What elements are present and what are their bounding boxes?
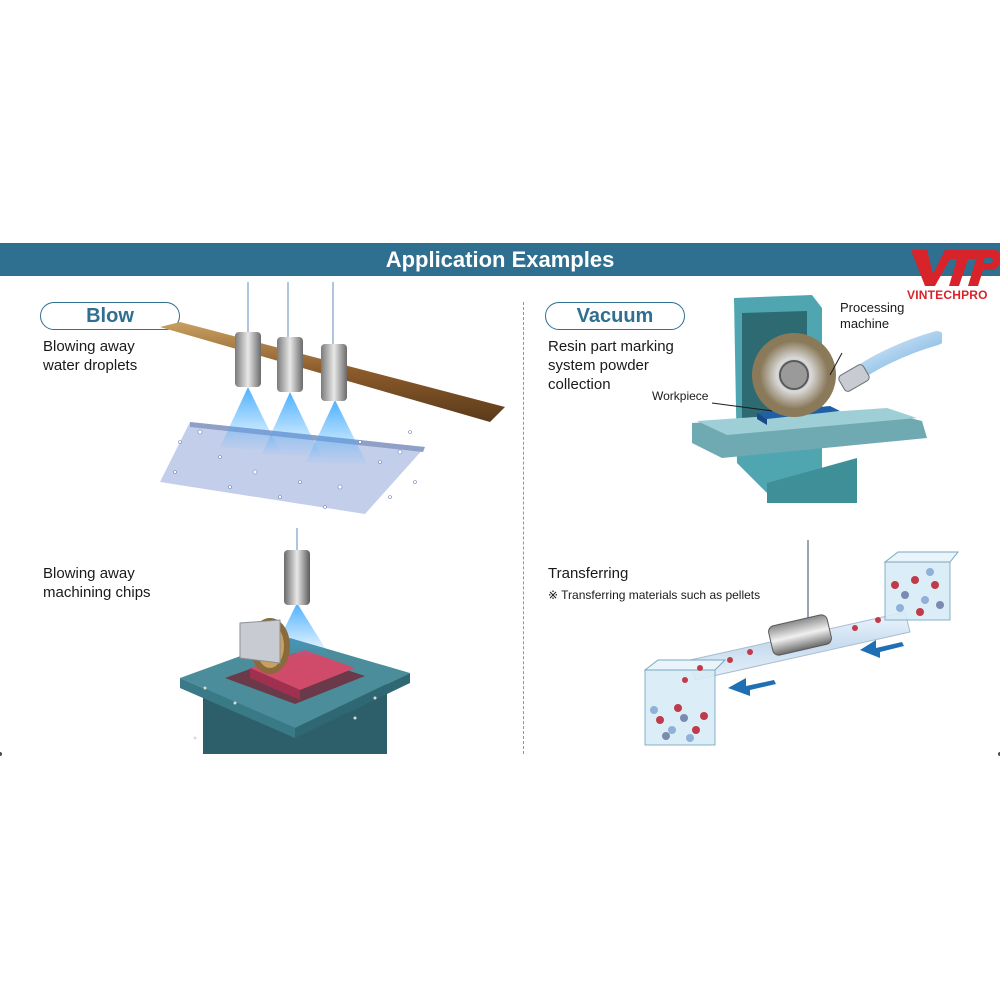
caption-machining-chips: Blowing away machining chips — [43, 565, 151, 601]
edge-mark-right — [998, 752, 1000, 756]
page-title: Application Examples — [385, 247, 615, 272]
blow-section-label: Blow — [40, 302, 180, 330]
water-droplet-illustration — [160, 282, 505, 514]
section-banner: Application Examples — [0, 243, 1000, 276]
vacuum-section-label: Vacuum — [545, 302, 685, 330]
callout-processing-machine: Processing machine — [840, 300, 905, 331]
pellet-transfer-illustration — [643, 540, 960, 746]
caption-water-droplets: Blowing away water droplets — [43, 338, 138, 374]
callout-workpiece: Workpiece — [652, 389, 709, 403]
edge-mark-left — [0, 752, 2, 756]
vtp-logo — [911, 250, 1000, 286]
machining-chips-illustration — [180, 528, 410, 754]
caption-transferring: Transferring — [548, 565, 629, 582]
transferring-note: ※ Transferring materials such as pellets — [548, 588, 761, 602]
caption-powder-collection: Resin part marking system powder collect… — [548, 338, 674, 393]
logo-wordmark: VINTECHPRO — [907, 288, 988, 302]
column-divider — [523, 302, 524, 754]
powder-collection-illustration — [692, 295, 942, 503]
